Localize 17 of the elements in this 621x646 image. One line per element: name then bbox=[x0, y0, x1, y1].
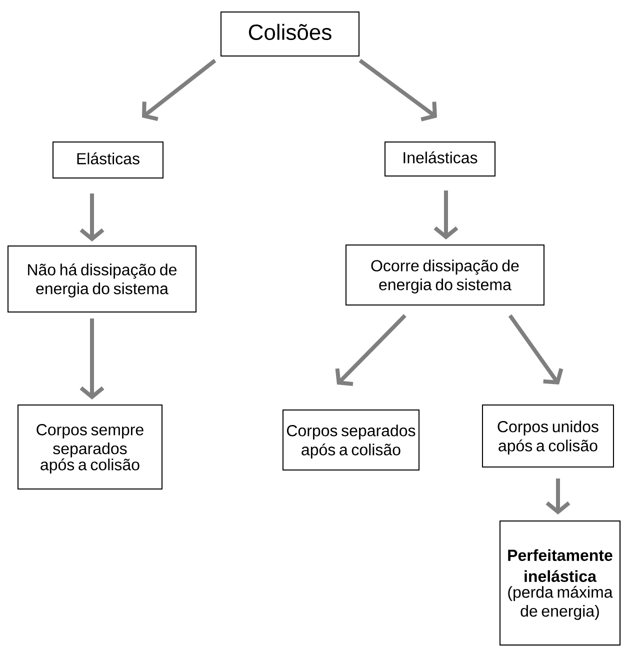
result-box: Corpos sempre separados após a colisão bbox=[18, 404, 162, 490]
category-box: Elásticas bbox=[52, 142, 164, 178]
arrow bbox=[80, 318, 104, 400]
arrow bbox=[335, 314, 406, 386]
result-box: Corpos unidos após a colisão bbox=[482, 404, 614, 468]
arrow bbox=[358, 58, 437, 122]
arrow bbox=[434, 190, 458, 240]
title-box: Colisões bbox=[220, 12, 360, 56]
process-box: Ocorre dissipação de energia do sistema bbox=[346, 244, 544, 306]
arrow bbox=[546, 478, 570, 514]
arrow bbox=[80, 194, 104, 242]
result-box: Perfeitamente inelástica (perda máxima de energia) bbox=[500, 520, 620, 646]
category-box: Inelásticas bbox=[384, 142, 496, 176]
arrow bbox=[142, 58, 216, 121]
result-box: Corpos separados após a colisão bbox=[282, 410, 420, 470]
arrow bbox=[508, 314, 564, 384]
process-box: Não há dissipação de energia do sistema bbox=[8, 246, 196, 312]
